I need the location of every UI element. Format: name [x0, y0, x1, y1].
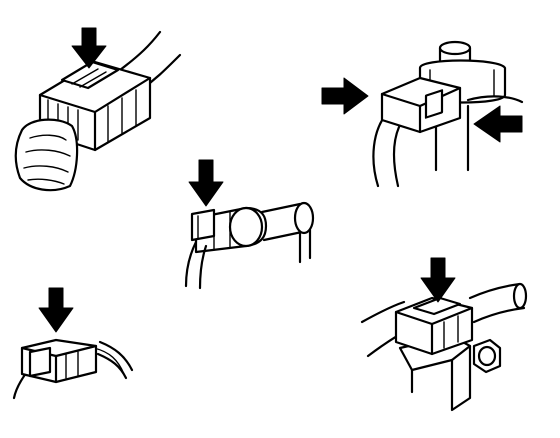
push-down-arrow-icon [38, 287, 74, 333]
connector-top-left [14, 27, 182, 192]
squeeze-arrows-icon [321, 77, 369, 115]
connector-top-right [321, 40, 524, 188]
connector-bottom-left [12, 287, 134, 400]
push-down-arrow-icon [188, 159, 224, 207]
connector-bottom-right [360, 257, 528, 412]
squeeze-arrows-icon [473, 105, 523, 143]
push-down-arrow-icon [71, 27, 107, 69]
connector-center [184, 159, 315, 290]
push-down-arrow-icon [420, 257, 456, 303]
